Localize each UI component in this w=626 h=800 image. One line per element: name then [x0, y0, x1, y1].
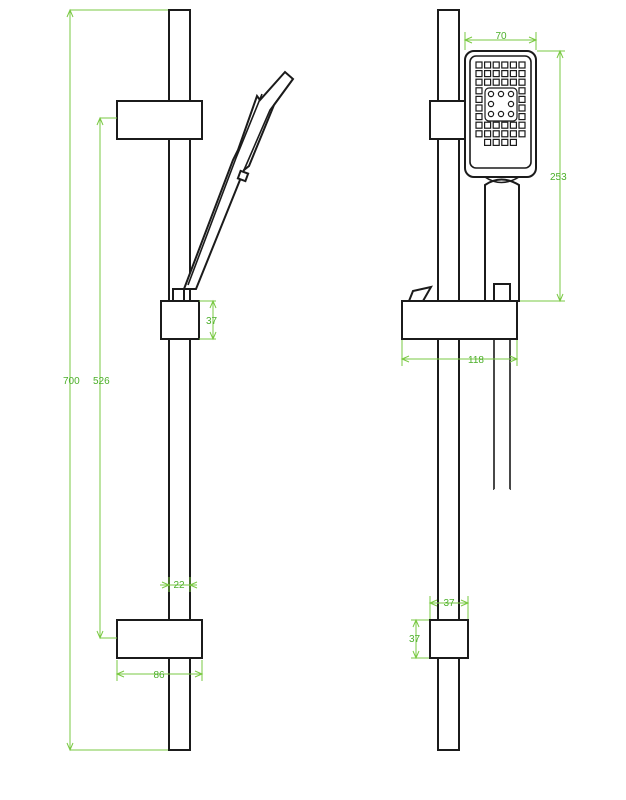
nozzle [484, 61, 492, 69]
nozzle [501, 138, 509, 146]
nozzle [475, 87, 483, 95]
dim-bracket-height-label: 37 [409, 634, 421, 645]
handset-handle [484, 178, 520, 302]
side-view: 70 253 118 37 [400, 9, 567, 751]
nozzle [518, 78, 526, 86]
dim-rail-diameter-label: 22 [173, 580, 185, 591]
nozzle [501, 121, 509, 129]
spray-hole [497, 90, 505, 98]
spray-hole [487, 90, 495, 98]
nozzle [509, 69, 517, 78]
dim-rail-diameter [160, 577, 198, 592]
nozzle [518, 104, 526, 112]
nozzle [518, 130, 526, 138]
hose-connector [493, 283, 511, 302]
dim-overall-height [66, 8, 168, 752]
nozzle [492, 130, 500, 138]
front-rail [168, 9, 191, 751]
nozzle [501, 130, 509, 138]
nozzle [475, 61, 483, 69]
nozzle [492, 78, 500, 86]
handset-face [469, 55, 532, 169]
dim-slider-height-label: 37 [206, 316, 218, 327]
side-rail [437, 9, 460, 751]
front-bottom-bracket [116, 619, 203, 659]
dim-bracket-depth [428, 596, 470, 619]
nozzle [475, 69, 483, 78]
nozzle [492, 138, 500, 146]
handset-side-profile [182, 70, 295, 290]
dim-bracket-height [411, 618, 429, 660]
nozzle [484, 138, 492, 146]
dim-overall-height-label: 700 [63, 376, 80, 387]
nozzle [509, 61, 517, 69]
side-slider [401, 300, 518, 340]
nozzle [518, 61, 526, 69]
nozzle [484, 130, 492, 138]
hose [493, 339, 511, 490]
nozzle [501, 61, 509, 69]
dim-bracket-spacing [96, 116, 117, 640]
dim-handset-length [520, 49, 565, 303]
side-bottom-bracket [429, 619, 469, 659]
front-view: 700 526 37 22 [63, 8, 295, 752]
slider-lever [407, 285, 433, 302]
dim-slider-depth [400, 340, 519, 366]
nozzle [484, 78, 492, 86]
nozzle [475, 104, 483, 112]
front-slider [160, 300, 200, 340]
nozzle-grid [475, 61, 526, 146]
nozzle [475, 130, 483, 138]
nozzle [484, 121, 492, 129]
handset-button [236, 169, 250, 183]
spray-hole [507, 100, 515, 108]
nozzle [509, 138, 517, 146]
nozzle [475, 112, 483, 121]
nozzle [501, 78, 509, 86]
nozzle [509, 130, 517, 138]
nozzle [492, 61, 500, 69]
dim-handset-length-label: 253 [550, 172, 567, 183]
nozzle [518, 69, 526, 78]
dim-bracket-width [115, 660, 204, 681]
nozzle [518, 112, 526, 121]
dim-slider-height [199, 299, 217, 341]
dim-bracket-depth-label: 37 [443, 598, 455, 609]
nozzle [501, 69, 509, 78]
spray-hole [507, 110, 515, 118]
spray-hole [507, 90, 515, 98]
nozzle [475, 121, 483, 129]
spray-hole [497, 110, 505, 118]
nozzle [518, 87, 526, 95]
nozzle [484, 69, 492, 78]
nozzle [509, 78, 517, 86]
spray-hole [487, 110, 495, 118]
nozzle [492, 69, 500, 78]
nozzle [475, 78, 483, 86]
nozzle [475, 95, 483, 104]
dim-bracket-spacing-label: 526 [93, 376, 110, 387]
side-top-bracket [429, 100, 469, 140]
nozzle [492, 121, 500, 129]
dim-bracket-width-label: 86 [153, 670, 165, 681]
dim-handset-width [463, 32, 538, 50]
nozzle [509, 121, 517, 129]
dim-handset-width-label: 70 [495, 31, 507, 42]
dim-slider-depth-label: 118 [468, 355, 484, 366]
nozzle [518, 121, 526, 129]
front-top-bracket [116, 100, 203, 140]
spray-hole [487, 100, 495, 108]
front-slider-peg [172, 288, 185, 302]
nozzle [518, 95, 526, 104]
